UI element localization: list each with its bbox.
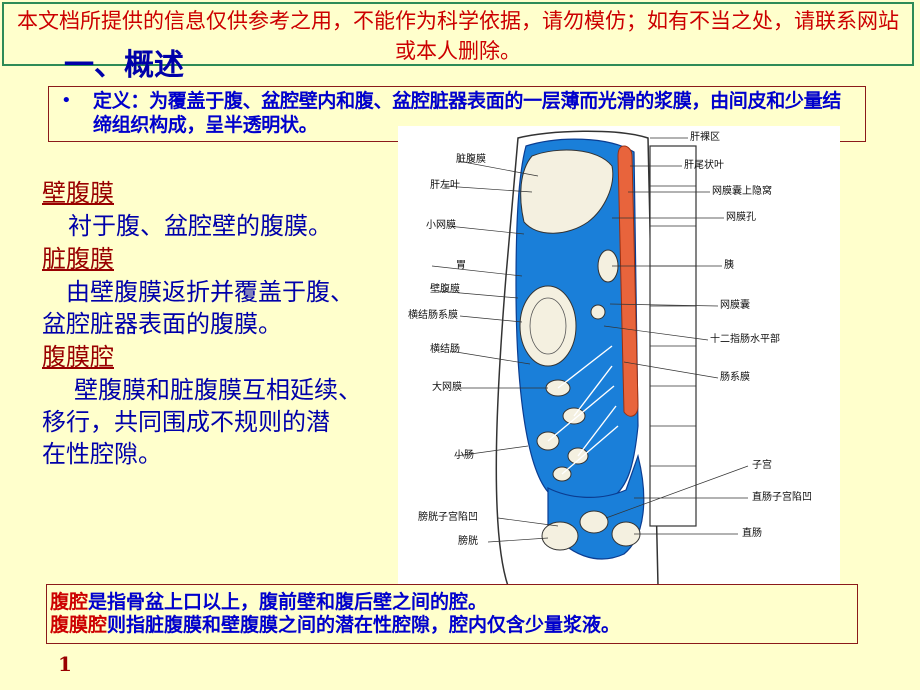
stomach-shape [519, 285, 577, 367]
label-transverse-mesocolon: 横结肠系膜 [408, 310, 458, 321]
abdominal-cavity-def: 是指骨盆上口以上，腹前壁和腹后壁之间的腔。 [88, 591, 488, 613]
label-greater-omentum: 大网膜 [432, 382, 462, 393]
mesentery-lines [547, 345, 619, 475]
peritoneal-cavity-def: 则指脏腹膜和壁腹膜之间的潜在性腔隙，腔内仅含少量浆液。 [107, 614, 621, 636]
desc-parietal-line-1: 衬于腹、盆腔壁的腹膜。 [68, 212, 332, 240]
page-number: 1 [58, 652, 72, 676]
label-rectouterine-pouch: 直肠子宫陷凹 [752, 492, 812, 503]
vertebral-column [649, 145, 697, 527]
label-small-intestine: 小肠 [454, 450, 474, 461]
label-mesentery: 肠系膜 [720, 372, 750, 383]
bottom-note-line-2: 腹膜腔则指脏腹膜和壁腹膜之间的潜在性腔隙，腔内仅含少量浆液。 [50, 614, 857, 637]
diagram-illustration [431, 130, 749, 587]
duodenum-shape [590, 304, 606, 320]
label-transverse-colon: 横结肠 [430, 344, 460, 355]
uterus-shape [579, 510, 609, 534]
label-rectum: 直肠 [742, 528, 762, 539]
label-lesser-omentum: 小网膜 [426, 220, 456, 231]
liver-shape [520, 149, 614, 234]
disclaimer-banner: 本文档所提供的信息仅供参考之用，不能作为科学依据，请勿模仿；如有不当之处，请联系… [2, 2, 914, 66]
label-bladder: 膀胱 [458, 536, 478, 547]
term-abdominal-cavity: 腹腔 [50, 591, 89, 613]
bladder-shape [541, 521, 579, 551]
label-vesicouterine-pouch: 膀胱子宫陷凹 [418, 512, 478, 523]
desc-cavity-line-2: 移行，共同围成不规则的潜 [42, 408, 330, 436]
label-left-liver-lobe: 肝左叶 [430, 180, 460, 191]
term-peritoneal-cavity-note: 腹膜腔 [50, 614, 108, 636]
label-omental-bursa: 网膜囊 [720, 300, 750, 311]
term-parietal-peritoneum: 壁腹膜 [42, 179, 114, 207]
definition-text: 定义：为覆盖于腹、盆腔壁内和腹、盆腔脏器表面的一层薄而光滑的浆膜，由间皮和少量结… [93, 90, 842, 136]
label-caudate-lobe: 肝尾状叶 [684, 160, 724, 171]
label-stomach: 胃 [456, 260, 466, 271]
bullet-icon: • [61, 90, 72, 111]
term-peritoneal-cavity: 腹膜腔 [42, 343, 114, 371]
label-superior-recess: 网膜囊上隐窝 [712, 186, 772, 197]
label-bare-area-liver: 肝裸区 [690, 132, 720, 143]
retroperitoneum-strip [617, 145, 639, 417]
right-leader-lines [603, 137, 749, 535]
term-visceral-peritoneum: 脏腹膜 [42, 245, 114, 273]
label-visceral-peritoneum: 脏腹膜 [456, 154, 486, 165]
section-title: 一、概述 [64, 48, 184, 83]
bottom-note-box: 腹腔是指骨盆上口以上，腹前壁和腹后壁之间的腔。 腹膜腔则指脏腹膜和壁腹膜之间的潜… [46, 584, 858, 644]
label-duodenum-horizontal: 十二指肠水平部 [710, 334, 780, 345]
desc-visceral-line-2: 盆腔脏器表面的腹膜。 [42, 310, 282, 338]
label-parietal-peritoneum: 壁腹膜 [430, 284, 460, 295]
peritoneum-sagittal-diagram: 脏腹膜 肝左叶 小网膜 胃 壁腹膜 横结肠系膜 横结肠 大网膜 小肠 膀胱子宫陷… [398, 126, 840, 588]
desc-visceral-line-1: 由壁腹膜返折并覆盖于腹、 [66, 278, 354, 306]
label-pancreas: 胰 [724, 260, 734, 271]
bottom-note-line-1: 腹腔是指骨盆上口以上，腹前壁和腹后壁之间的腔。 [50, 591, 857, 614]
desc-cavity-line-1: 壁腹膜和脏腹膜互相延续、 [74, 376, 362, 404]
left-leader-lines [431, 160, 559, 543]
label-omental-foramen: 网膜孔 [726, 212, 756, 223]
desc-cavity-line-3: 在性腔隙。 [42, 440, 162, 468]
label-uterus: 子宫 [752, 460, 772, 471]
stomach-inner-fold [529, 297, 567, 355]
